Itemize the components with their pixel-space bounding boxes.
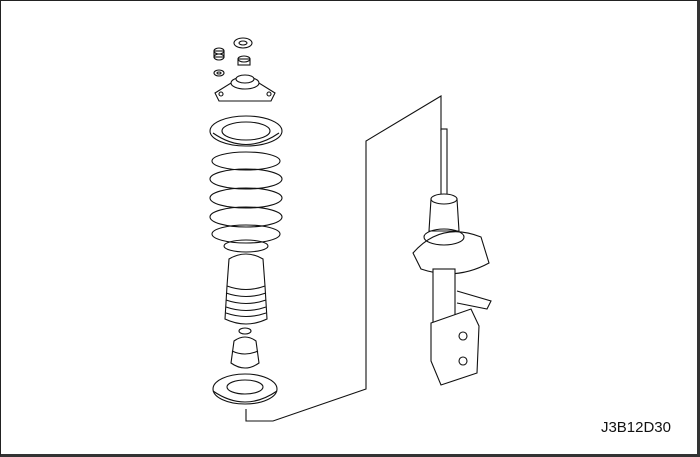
dust-boot-part [224,253,268,325]
spring-lower-seat-part [212,373,278,405]
washer-part [213,69,225,77]
strut-mount-part [214,74,276,102]
nut-part [213,47,225,61]
mount-cap-part [233,37,253,66]
spring-upper-seat-part [209,115,283,147]
leader-line [245,95,442,422]
bump-stop-part [230,327,260,369]
strut-assembly-part [412,128,492,386]
coil-spring-part [209,151,283,253]
figure-code-label: J3B12D30 [600,419,671,436]
